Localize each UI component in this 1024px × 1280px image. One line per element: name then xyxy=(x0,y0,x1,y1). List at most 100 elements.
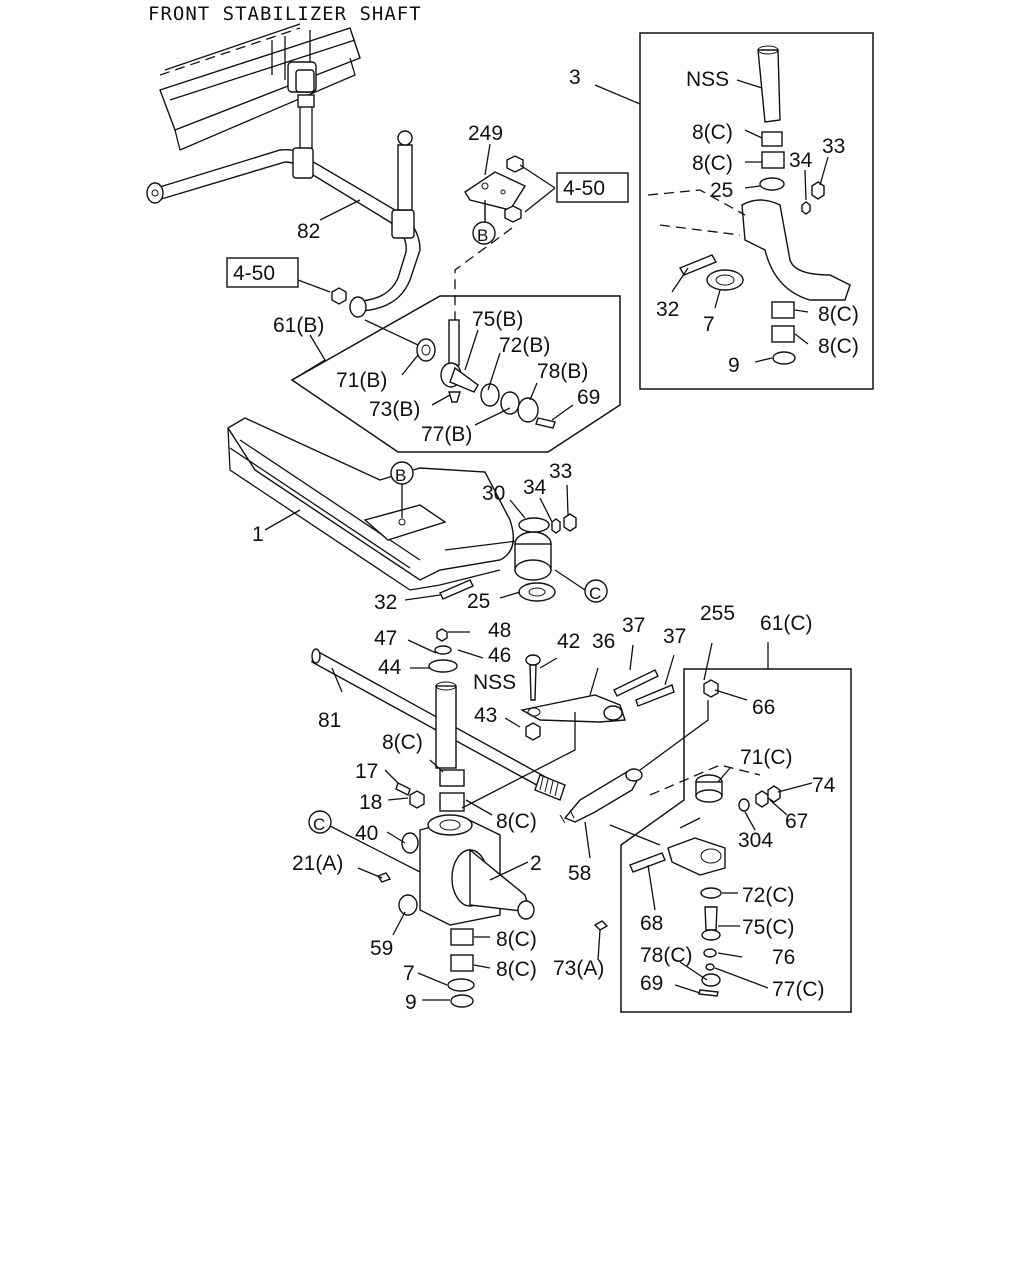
part-label: 25 xyxy=(467,590,490,613)
part-label: 255 xyxy=(700,602,735,625)
part-label: 40 xyxy=(355,822,378,845)
part-label: 71(B) xyxy=(336,369,387,392)
ref-circle-c xyxy=(308,810,332,834)
part-label: 71(C) xyxy=(740,746,793,769)
ref-label: 4-50 xyxy=(233,262,275,285)
ref-letter: C xyxy=(589,584,601,603)
part-label: 8(C) xyxy=(692,152,733,175)
part-label: 58 xyxy=(568,862,591,885)
part-label: 75(C) xyxy=(742,916,795,939)
part-label: 72(B) xyxy=(499,334,550,357)
part-label: 68 xyxy=(640,912,663,935)
part-label: 3 xyxy=(569,66,581,89)
axle-beam-1 xyxy=(227,417,577,602)
part-label: 46 xyxy=(488,644,511,667)
part-label: 73(B) xyxy=(369,398,420,421)
grease-fitting xyxy=(395,782,411,796)
ref-circle-b xyxy=(472,221,496,245)
part-label: 249 xyxy=(468,122,503,145)
part-label: 7 xyxy=(403,962,415,985)
part-label: 8(C) xyxy=(496,928,537,951)
leader-line xyxy=(454,227,513,320)
nut xyxy=(409,790,425,809)
part-label: 9 xyxy=(405,991,417,1014)
part-labels: 3 NSS 8(C) 8(C) 34 33 25 32 7 8(C) 8(C) … xyxy=(252,66,859,1014)
part-label: 73(A) xyxy=(553,957,604,980)
bracket-249 xyxy=(464,155,527,223)
part-label: 37 xyxy=(663,625,686,648)
part-label: 42 xyxy=(557,630,580,653)
grease-fitting xyxy=(593,920,609,931)
part-label: 8(C) xyxy=(382,731,423,754)
kingpin-inset xyxy=(647,45,851,365)
drag-link-58 xyxy=(559,700,709,824)
part-label: 304 xyxy=(738,829,773,852)
part-label: 7 xyxy=(703,313,715,336)
part-label: 67 xyxy=(785,810,808,833)
arm-36 xyxy=(461,654,675,809)
part-label: 77(B) xyxy=(421,423,472,446)
part-label: 18 xyxy=(359,791,382,814)
part-label: 81 xyxy=(318,709,341,732)
part-label: 1 xyxy=(252,523,264,546)
ref-box-4-50 xyxy=(556,172,629,203)
ref-label: 4-50 xyxy=(563,177,605,200)
part-label: 2 xyxy=(530,852,542,875)
part-label: 37 xyxy=(622,614,645,637)
part-label: 30 xyxy=(482,482,505,505)
link-kit-61c xyxy=(629,679,781,997)
part-label: 59 xyxy=(370,937,393,960)
inset-box-3 xyxy=(639,32,874,390)
part-label: 21(A) xyxy=(292,852,343,875)
part-label: 61(B) xyxy=(273,314,324,337)
kit-61c-outline xyxy=(620,668,852,1013)
part-label: NSS xyxy=(473,671,516,694)
part-label: NSS xyxy=(686,68,729,91)
part-label: 72(C) xyxy=(742,884,795,907)
ref-box-4-50 xyxy=(226,257,299,288)
part-label: 32 xyxy=(374,591,397,614)
part-label: 61(C) xyxy=(760,612,813,635)
part-label: 8(C) xyxy=(818,303,859,326)
part-label: 8(C) xyxy=(818,335,859,358)
ref-circle-c xyxy=(584,579,608,603)
ref-letter: C xyxy=(313,815,325,834)
part-label: 69 xyxy=(640,972,663,995)
part-label: 34 xyxy=(523,476,547,499)
part-label: 44 xyxy=(378,656,402,679)
diagram-title: FRONT STABILIZER SHAFT xyxy=(148,3,422,25)
part-label: 77(C) xyxy=(772,978,825,1001)
part-label: 33 xyxy=(549,460,572,483)
leader-line xyxy=(519,164,556,213)
part-label: 78(C) xyxy=(640,944,693,967)
nut xyxy=(331,287,347,305)
kingpin-column xyxy=(428,628,465,812)
link-kit-61b xyxy=(416,319,556,429)
part-label: 69 xyxy=(577,386,600,409)
part-label: 47 xyxy=(374,627,397,650)
part-label: 43 xyxy=(474,704,497,727)
part-label: 34 xyxy=(789,149,813,172)
part-label: 8(C) xyxy=(692,121,733,144)
ref-letter: B xyxy=(395,466,406,485)
part-label: 17 xyxy=(355,760,378,783)
part-label: 82 xyxy=(297,220,320,243)
part-label: 74 xyxy=(812,774,836,797)
part-label: 25 xyxy=(710,179,733,202)
stabilizer-shaft-82 xyxy=(146,130,421,318)
kit-61b-outline xyxy=(290,295,621,453)
part-label: 36 xyxy=(592,630,615,653)
part-label: 76 xyxy=(772,946,795,969)
part-label: 8(C) xyxy=(496,958,537,981)
part-label: 75(B) xyxy=(472,308,523,331)
part-label: 33 xyxy=(822,135,845,158)
leader-lines xyxy=(264,79,829,1001)
part-label: 9 xyxy=(728,354,740,377)
part-label: 48 xyxy=(488,619,511,642)
part-label: 66 xyxy=(752,696,775,719)
part-label: 32 xyxy=(656,298,679,321)
frame-rail xyxy=(159,23,361,151)
steering-knuckle-2 xyxy=(376,814,535,1008)
part-label: 8(C) xyxy=(496,810,537,833)
ref-letter: B xyxy=(477,226,488,245)
